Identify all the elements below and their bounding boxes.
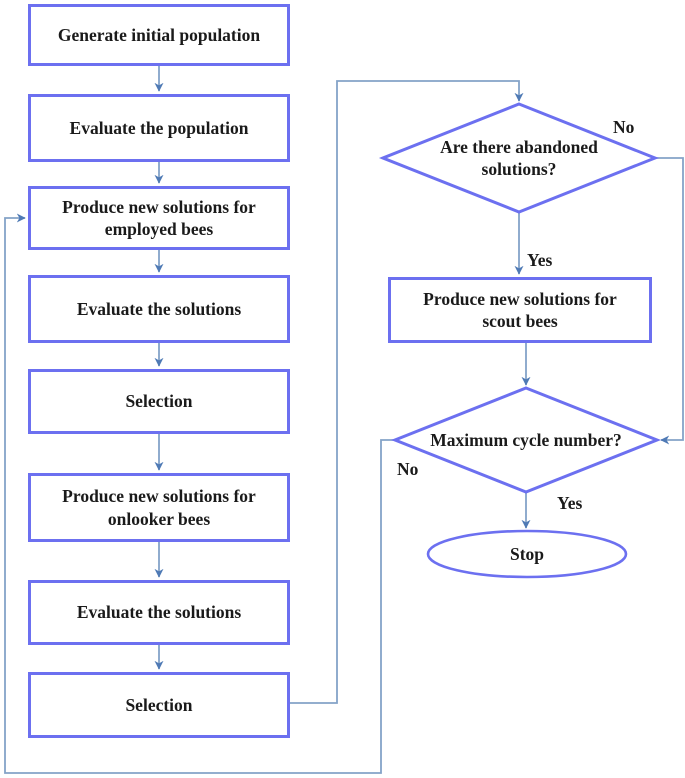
box-evaluate-the-solutions-1: Evaluate the solutions bbox=[28, 275, 290, 343]
arrow-selection-to-abandoned-diamond bbox=[290, 80, 524, 704]
arrow-max-cycle-no-feedback-to-employed bbox=[4, 213, 395, 774]
box-evaluate-the-population: Evaluate the population bbox=[28, 94, 290, 162]
box-evaluate-the-solutions-2: Evaluate the solutions bbox=[28, 580, 290, 645]
edge-label-max-cycle-yes: Yes bbox=[557, 493, 583, 513]
box-label: Selection bbox=[125, 694, 193, 715]
box-label: employed bees bbox=[104, 219, 214, 239]
box-label: Evaluate the solutions bbox=[76, 602, 242, 623]
box-label: Evaluate the solutions bbox=[76, 298, 242, 319]
stop-terminator-ellipse bbox=[426, 529, 628, 579]
box-label: Selection bbox=[125, 391, 193, 412]
arrow-abandoned-no-to-max-cycle bbox=[655, 157, 684, 445]
box-generate-initial-population: Generate initial population bbox=[28, 4, 290, 66]
edge-label-max-cycle-no: No bbox=[397, 459, 419, 479]
box-produce-new-solutions-onlooker-bees: Produce new solutions for onlooker bees bbox=[28, 473, 290, 542]
box-produce-new-solutions-employed-bees: Produce new solutions for employed bees bbox=[28, 186, 290, 250]
box-produce-new-solutions-scout-bees: Produce new solutions for scout bees bbox=[388, 277, 652, 343]
box-selection-2: Selection bbox=[28, 672, 290, 738]
box-label: Produce new solutions for bbox=[62, 196, 256, 217]
box-label: Produce new solutions for bbox=[62, 486, 256, 507]
box-label: Produce new solutions for bbox=[423, 288, 617, 309]
box-label: onlooker bees bbox=[107, 508, 211, 529]
box-selection-1: Selection bbox=[28, 369, 290, 434]
decision-abandoned-solutions-diamond bbox=[378, 102, 660, 214]
box-label: Generate initial population bbox=[57, 24, 261, 45]
edge-label-abandoned-yes: Yes bbox=[527, 250, 553, 270]
box-label: scout bees bbox=[482, 311, 558, 331]
edge-label-abandoned-no: No bbox=[613, 117, 635, 137]
box-label: Evaluate the population bbox=[69, 117, 249, 138]
decision-maximum-cycle-diamond bbox=[390, 386, 662, 494]
